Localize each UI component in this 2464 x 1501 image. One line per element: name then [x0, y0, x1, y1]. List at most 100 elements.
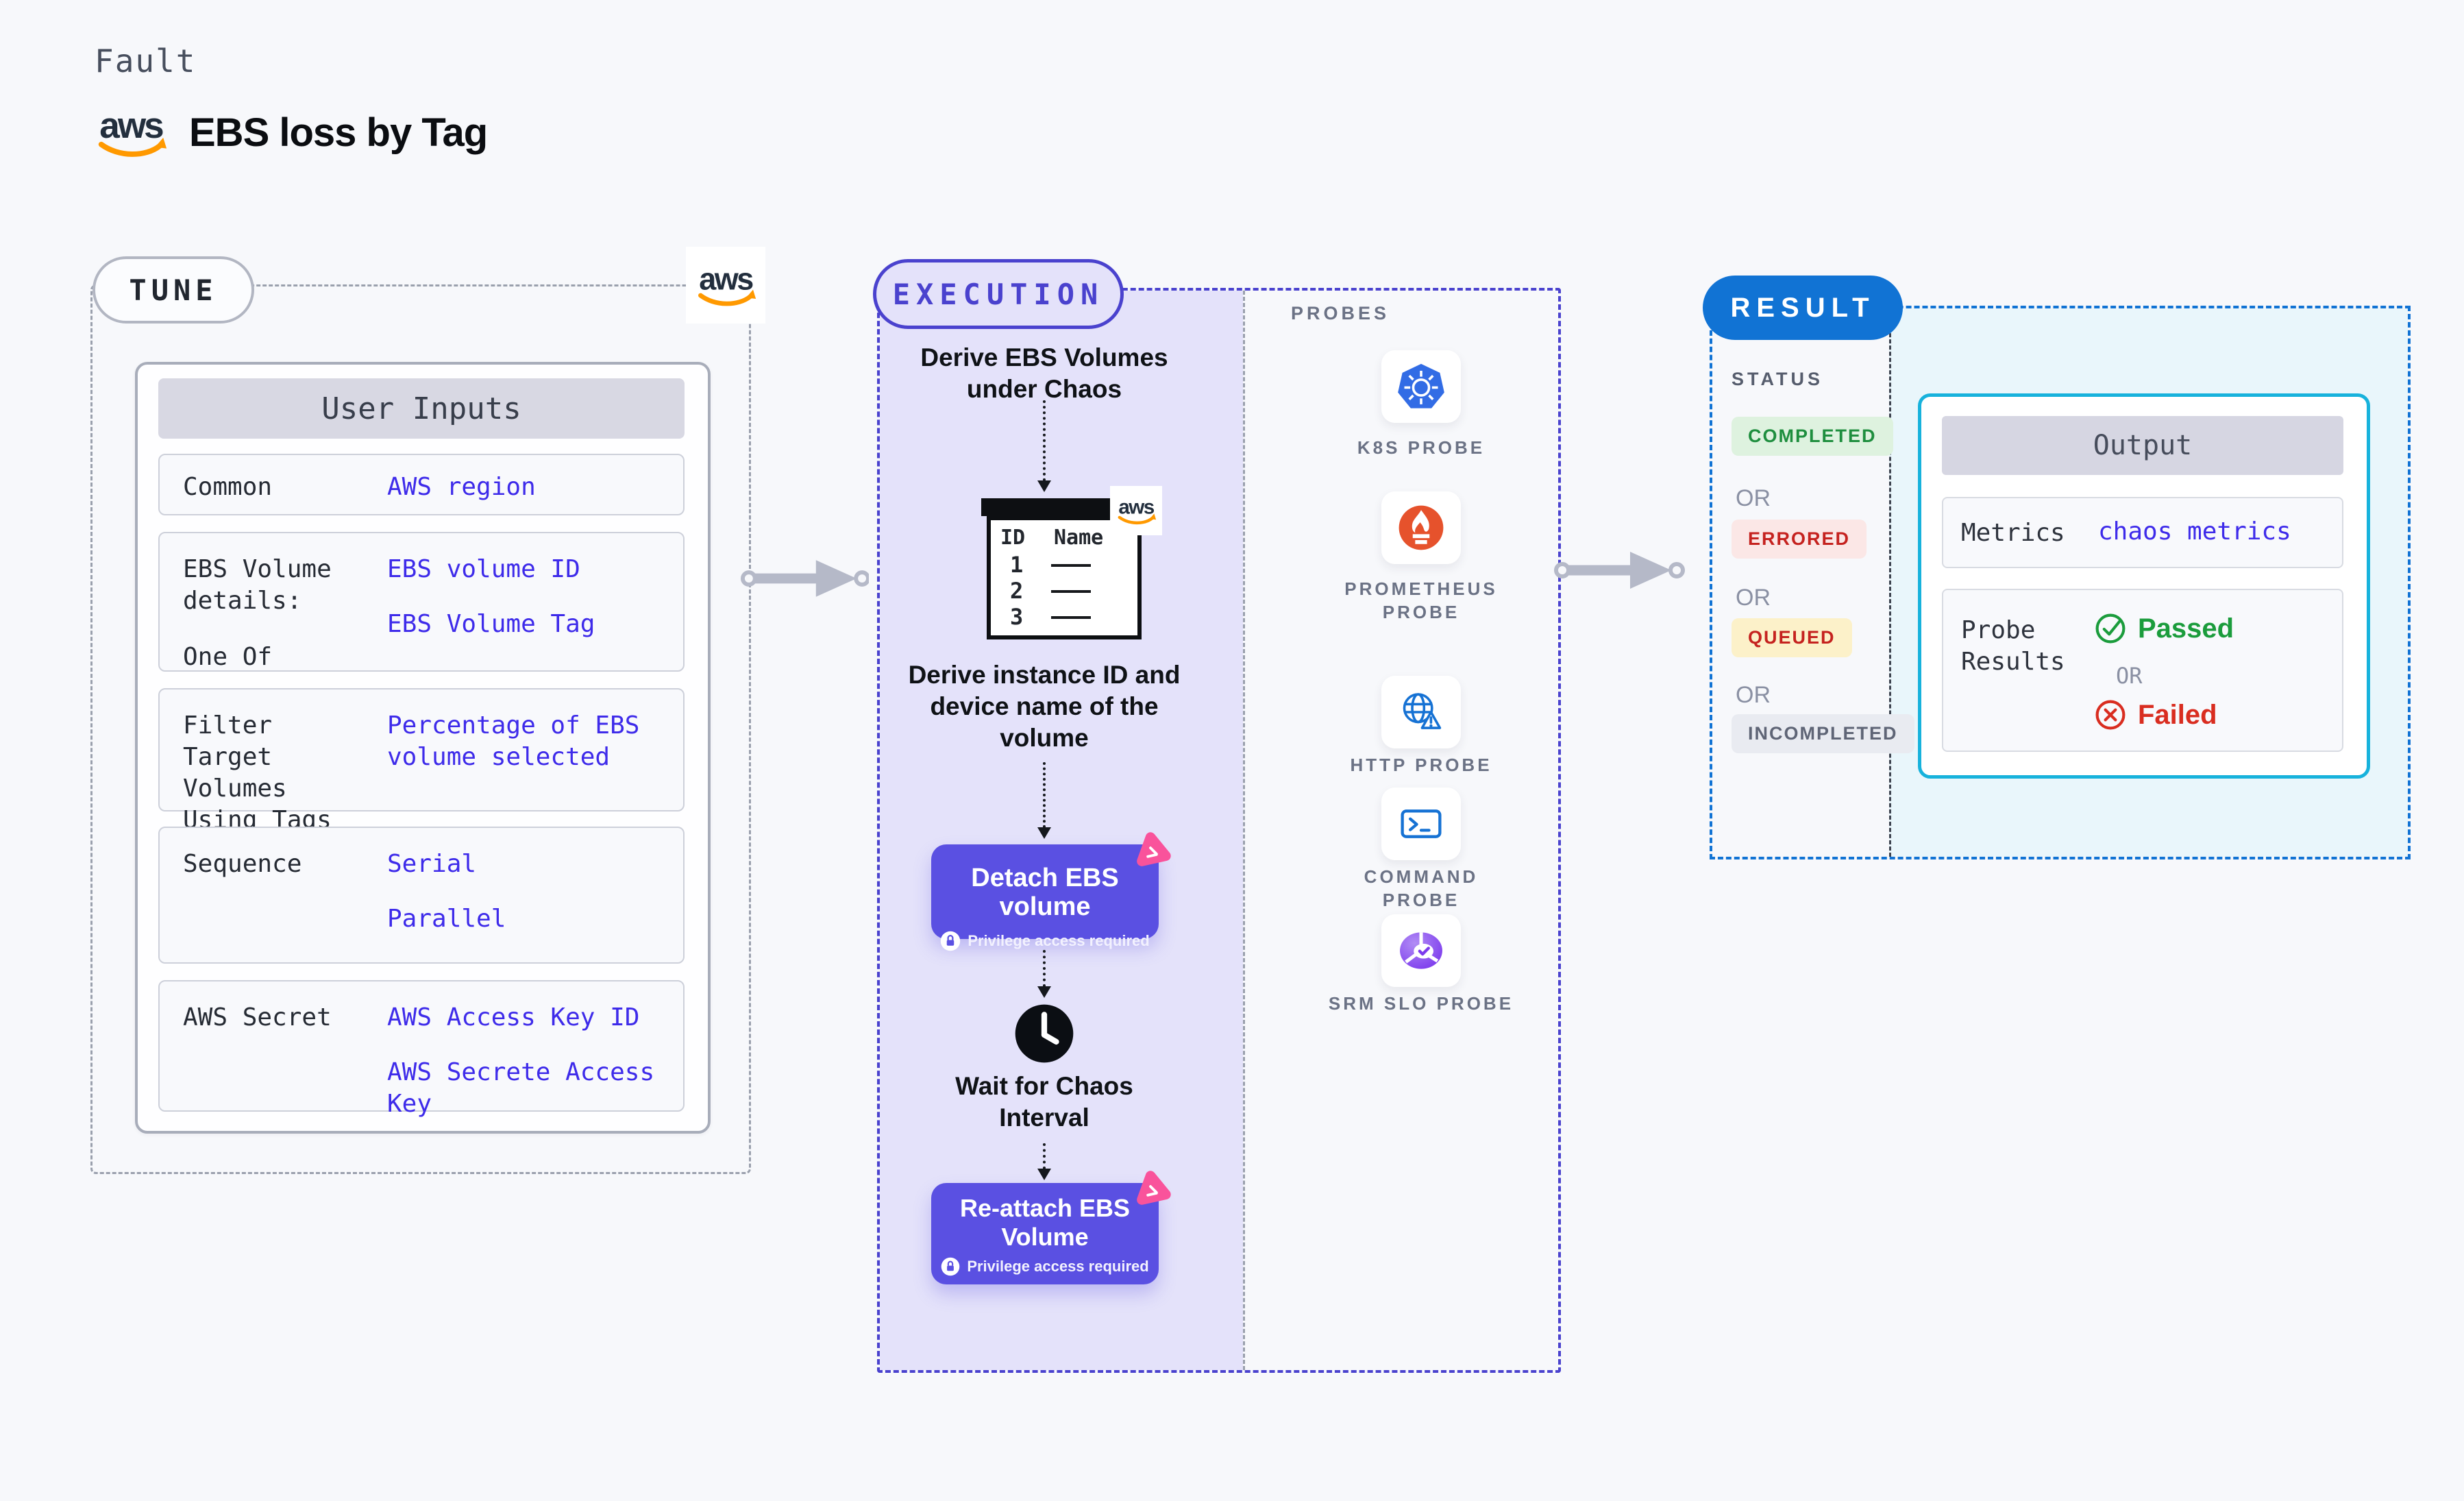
clock-icon: [1013, 1002, 1076, 1065]
flow-arrow-down: [1037, 762, 1051, 839]
status-or: OR: [1736, 485, 1771, 511]
table-row-id: 3: [1010, 604, 1024, 630]
lock-icon: [940, 931, 961, 951]
flow-arrow-down: [1037, 950, 1051, 998]
table-row-placeholder: [1051, 590, 1091, 593]
result-badge: RESULT: [1703, 276, 1903, 340]
status-or: OR: [1736, 682, 1771, 708]
metrics-label: Metrics: [1961, 519, 2065, 547]
input-label: EBS Volume details:: [183, 555, 332, 615]
aws-logo-icon: [1113, 495, 1159, 526]
aws-logo-icon: [90, 104, 171, 160]
metrics-value: chaos metrics: [2098, 517, 2291, 546]
input-value: AWS Access Key ID: [387, 1003, 640, 1032]
output-card: Output Metrics chaos metrics Probe Resul…: [1918, 393, 2370, 779]
page-header: EBS loss by Tag: [90, 104, 488, 160]
input-label: Sequence: [183, 850, 302, 878]
failed-x-icon: [2095, 700, 2126, 730]
input-row-aws-secret: AWS Secret AWS Access Key ID AWS Secrete…: [158, 980, 685, 1118]
fault-category-label: Fault: [95, 42, 197, 80]
input-row-common: Common AWS region: [158, 454, 685, 515]
aws-logo-card: [1110, 486, 1162, 535]
ebs-volumes-table: ID Name 1 2 3: [981, 486, 1166, 639]
user-inputs-card: User Inputs Common AWS region EBS Volume…: [135, 362, 711, 1134]
terminal-icon: [1401, 809, 1442, 838]
probe-name: COMMAND PROBE: [1364, 866, 1479, 910]
lock-icon: [941, 1257, 961, 1276]
reattach-ebs-volume-step: Re-attach EBS Volume Privilege access re…: [931, 1183, 1159, 1284]
status-badge-queued: QUEUED: [1732, 618, 1852, 657]
output-or: OR: [2116, 663, 2143, 689]
execution-to-result-arrow: [1550, 548, 1687, 592]
probe-results-row: Probe Results Passed OR Failed: [1942, 589, 2343, 752]
input-label: Common: [183, 473, 273, 501]
execution-badge: EXECUTION: [873, 259, 1124, 329]
user-inputs-header: User Inputs: [158, 378, 685, 439]
input-label-secondary: One Of: [183, 643, 273, 671]
privilege-note: Privilege access required: [968, 932, 1150, 949]
page-title: EBS loss by Tag: [189, 110, 488, 155]
status-label: STATUS: [1732, 369, 1823, 389]
http-globe-icon: [1403, 693, 1442, 729]
probe-name: HTTP PROBE: [1350, 755, 1492, 775]
probes-label: PROBES: [1291, 303, 1390, 324]
input-value: EBS Volume Tag: [387, 610, 595, 638]
table-body: ID Name 1 2 3: [987, 516, 1142, 639]
input-row-ebs-details: EBS Volume details: One Of EBS volume ID…: [158, 532, 685, 672]
input-row-filter-tags: Filter Target Volumes Using Tags Percent…: [158, 688, 685, 834]
slo-chart-icon: [1400, 932, 1442, 969]
chaos-experiment-icon: [1129, 1165, 1175, 1212]
metrics-row: Metrics chaos metrics: [1942, 497, 2343, 568]
flow-arrow-down: [1037, 400, 1051, 492]
input-value: EBS volume ID: [387, 555, 580, 583]
probe-results-label: Probe Results: [1961, 616, 2065, 676]
command-probe-card: [1381, 788, 1461, 860]
table-col-id: ID: [1000, 526, 1026, 550]
input-value: AWS Secrete Access Key: [387, 1058, 655, 1118]
kubernetes-icon: [1398, 363, 1444, 408]
probe-name: PROMETHEUS PROBE: [1344, 578, 1498, 622]
flow-step-derive-instance: Derive instance ID and device name of th…: [908, 661, 1181, 752]
status-badge-errored: ERRORED: [1732, 520, 1867, 559]
passed-label: Passed: [2138, 613, 2234, 644]
probe-name: SRM SLO PROBE: [1328, 993, 1514, 1014]
probe-name: K8S PROBE: [1357, 437, 1486, 458]
status-badge-completed: COMPLETED: [1732, 417, 1893, 456]
prometheus-probe-card: [1381, 491, 1461, 564]
input-value: Parallel: [387, 905, 506, 933]
table-row-id: 1: [1010, 552, 1024, 578]
tune-section: TUNE User Inputs Common AWS region EBS V…: [90, 247, 765, 1174]
failed-label: Failed: [2138, 699, 2217, 730]
privilege-note: Privilege access required: [967, 1258, 1149, 1275]
k8s-probe-card: [1381, 350, 1461, 423]
input-value: Percentage of EBS volume selected: [387, 711, 640, 771]
flow-arrow-down: [1037, 1143, 1051, 1180]
tune-to-execution-arrow: [740, 557, 869, 600]
probes-separator: [1243, 291, 1245, 1370]
detach-ebs-volume-step: Detach EBS volume Privilege access requi…: [931, 844, 1159, 951]
table-title-bar: [981, 498, 1113, 516]
status-or: OR: [1736, 585, 1771, 611]
input-label: Filter Target Volumes Using Tags: [183, 711, 332, 834]
aws-logo-icon: [691, 261, 760, 309]
result-section: RESULT STATUS COMPLETED OR ERRORED OR QU…: [1703, 276, 2411, 859]
step-title: Detach EBS volume: [971, 864, 1119, 921]
table-row-placeholder: [1051, 616, 1091, 619]
status-badge-incompleted: INCOMPLETED: [1732, 714, 1914, 753]
chaos-experiment-icon: [1129, 827, 1175, 873]
passed-check-icon: [2095, 613, 2126, 644]
input-row-sequence: Sequence Serial Parallel: [158, 827, 685, 964]
table-col-name: Name: [1054, 526, 1104, 550]
flow-step-derive-volumes: Derive EBS Volumes under Chaos: [920, 343, 1168, 403]
flow-step-wait: Wait for Chaos Interval: [955, 1072, 1133, 1132]
input-value: AWS region: [387, 473, 536, 501]
srm-slo-probe-card: [1381, 914, 1461, 987]
http-probe-card: [1381, 676, 1461, 748]
output-header: Output: [1942, 416, 2343, 475]
step-title: Re-attach EBS Volume: [959, 1194, 1131, 1251]
input-label: AWS Secret: [183, 1003, 332, 1032]
input-value: Serial: [387, 850, 477, 878]
aws-logo-card: [686, 247, 765, 324]
tune-badge: TUNE: [93, 256, 254, 324]
